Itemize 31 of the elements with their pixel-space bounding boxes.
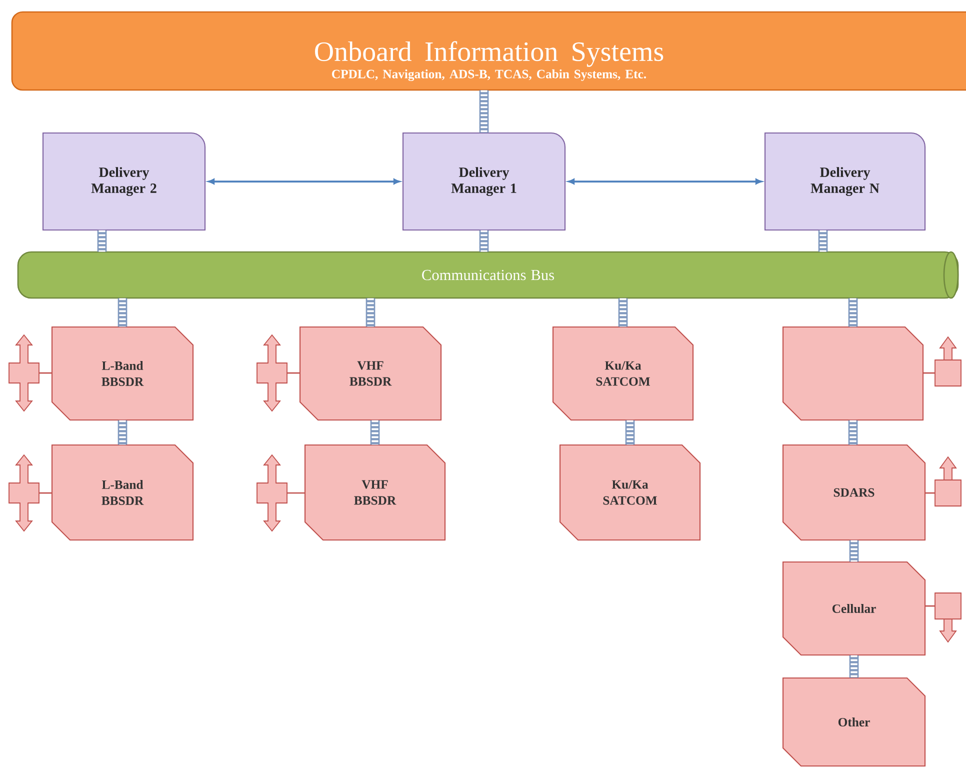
manager-box: Delivery Manager 2	[42, 132, 206, 231]
manager-box: Delivery Manager N	[764, 132, 926, 231]
radio-box: L-Band BBSDR	[51, 326, 194, 421]
cable	[625, 420, 635, 445]
cable	[118, 298, 128, 327]
radio-box: VHF BBSDR	[299, 326, 442, 421]
system-band: Onboard Information Systems CPDLC, Navigation, ADS-B, TCAS, Cabin Systems, Etc.	[11, 11, 966, 91]
cable	[848, 298, 858, 327]
cable	[848, 420, 858, 445]
radio-box	[782, 326, 924, 421]
manager-box: Delivery Manager 1	[402, 132, 566, 231]
radio-box: VHF BBSDR	[304, 444, 446, 541]
cable	[818, 230, 828, 252]
double-arrow	[568, 178, 762, 184]
cable	[118, 420, 128, 445]
cable	[479, 230, 489, 252]
radio-box: SDARS	[782, 444, 926, 541]
radio-box: Other	[782, 677, 926, 767]
bus-cylinder: Communications Bus	[17, 251, 959, 299]
cable	[366, 298, 376, 327]
cable	[479, 90, 489, 133]
cable	[618, 298, 628, 327]
cable	[97, 230, 107, 252]
radio-box: L-Band BBSDR	[51, 444, 194, 541]
radio-box: Ku/Ka SATCOM	[559, 444, 701, 541]
double-arrow	[208, 178, 400, 184]
cable	[849, 655, 859, 678]
cable	[849, 540, 859, 562]
cable	[370, 420, 380, 445]
radio-box: Ku/Ka SATCOM	[552, 326, 694, 421]
radio-box: Cellular	[782, 561, 926, 656]
